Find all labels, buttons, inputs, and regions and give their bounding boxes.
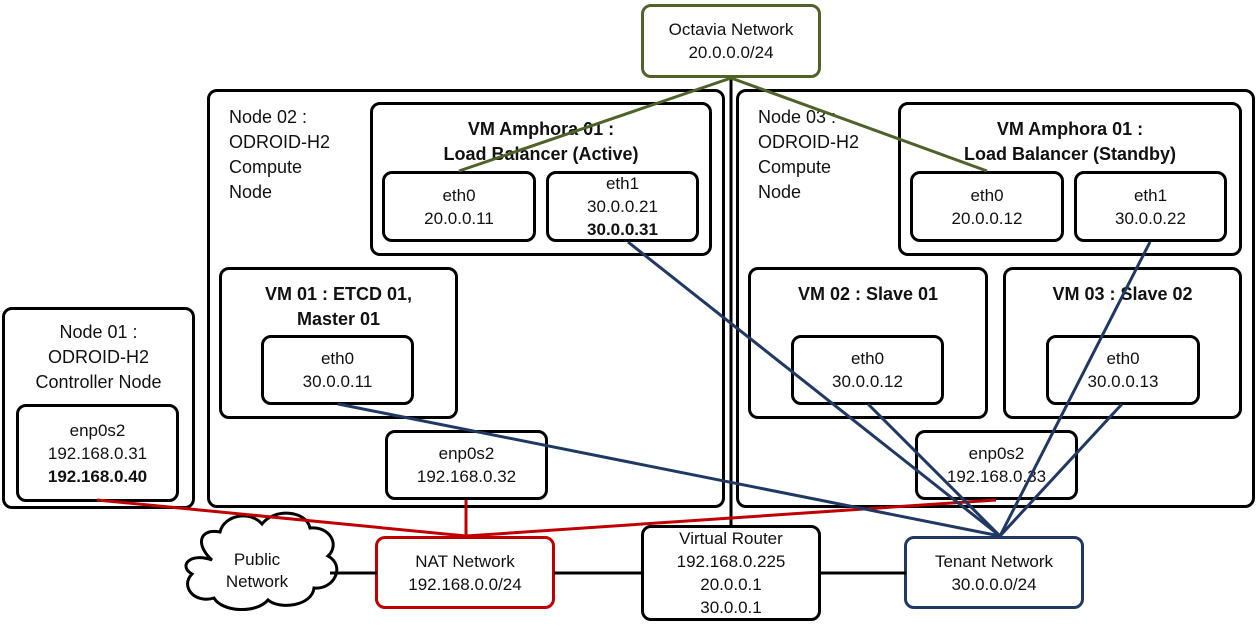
link-tenant-vm01 <box>337 402 1001 538</box>
node03-vm03-eth0-name: eth0 <box>1106 349 1140 368</box>
node01-label: Node 01 : ODROID-H2 Controller Node <box>35 322 162 392</box>
node03-amphora-eth0-box: eth0 20.0.0.12 <box>910 171 1064 242</box>
virtual-router-ip-2: 20.0.0.1 <box>700 575 762 594</box>
nat-network-box: NAT Network 192.168.0.0/24 <box>375 536 555 609</box>
node03-enp0s2-ip: 192.168.0.33 <box>946 467 1047 486</box>
node03-vm03-eth0-ip: 30.0.0.13 <box>1087 372 1159 391</box>
node01-enp0s2-name: enp0s2 <box>69 420 126 440</box>
virtual-router-ip-1: 192.168.0.225 <box>676 552 786 571</box>
node01-enp0s2-ip2: 192.168.0.40 <box>47 466 148 486</box>
node02-label: Node 02 : ODROID-H2 Compute Node <box>229 107 331 202</box>
tenant-network-box: Tenant Network 30.0.0.0/24 <box>904 536 1084 609</box>
nat-network-name: NAT Network <box>415 551 515 571</box>
node03-amphora-title: VM Amphora 01 : Load Balancer (Standby) <box>963 119 1177 164</box>
node03-vm03-eth0-box: eth0 30.0.0.13 <box>1046 335 1200 405</box>
virtual-router-ip-3: 30.0.0.1 <box>700 598 762 617</box>
octavia-network-cidr: 20.0.0.0/24 <box>688 43 774 62</box>
node03-amphora-eth1-name: eth1 <box>1133 185 1168 205</box>
node02-amphora-eth0-box: eth0 20.0.0.11 <box>382 171 536 242</box>
node02-vm01-eth0-ip: 30.0.0.11 <box>302 372 373 391</box>
node01-enp0s2-ip1: 192.168.0.31 <box>47 443 148 463</box>
node02-amphora-eth0-ip: 20.0.0.11 <box>424 208 494 228</box>
node02-amphora-eth1-box: eth1 30.0.0.21 30.0.0.31 <box>546 171 699 242</box>
octavia-network-box: Octavia Network 20.0.0.0/24 <box>641 4 821 78</box>
node01-enp0s2-box: enp0s2 192.168.0.31 192.168.0.40 <box>16 404 179 502</box>
node02-vm01-title: VM 01 : ETCD 01, Master 01 <box>264 284 413 329</box>
node03-vm02-eth0-box: eth0 30.0.0.12 <box>791 335 944 405</box>
node03-enp0s2-box: enp0s2 192.168.0.33 <box>915 430 1078 500</box>
public-network-cloud <box>184 511 339 612</box>
link-octavia-node02-eth0 <box>458 76 732 173</box>
node03-enp0s2-name: enp0s2 <box>968 444 1025 463</box>
node03-amphora-eth1-ip: 30.0.0.22 <box>1115 208 1186 228</box>
link-nat-node03 <box>465 498 997 538</box>
node03-amphora-eth0-name: eth0 <box>970 185 1004 205</box>
octavia-network-name: Octavia Network <box>668 20 794 39</box>
tenant-network-cidr: 30.0.0.0/24 <box>951 574 1037 594</box>
link-nat-node01 <box>96 498 467 538</box>
node02-amphora-eth0-name: eth0 <box>442 185 476 205</box>
virtual-router-name: Virtual Router <box>679 529 783 548</box>
node03-vm02 <box>748 267 988 419</box>
node02-enp0s2-name: enp0s2 <box>438 444 495 463</box>
link-tenant-node03-eth1 <box>998 241 1152 537</box>
node02-amphora-eth1-ip2: 30.0.0.31 <box>587 220 658 239</box>
link-octavia-node03-eth0 <box>730 76 988 173</box>
node03-vm02-eth0-ip: 30.0.0.12 <box>832 372 903 391</box>
node02-amphora-eth1-name: eth1 <box>605 174 640 193</box>
link-tenant-vm02 <box>866 402 1002 538</box>
node02-vm01-eth0-name: eth0 <box>320 349 355 368</box>
virtual-router-box: Virtual Router 192.168.0.225 20.0.0.1 30… <box>641 525 821 621</box>
node03-amphora-eth0-ip: 20.0.0.12 <box>951 208 1023 228</box>
node02-enp0s2-ip: 192.168.0.32 <box>416 467 517 486</box>
node03-label: Node 03 : ODROID-H2 Compute Node <box>758 107 860 202</box>
nat-network-cidr: 192.168.0.0/24 <box>408 574 522 594</box>
node03-amphora-eth1-box: eth1 30.0.0.22 <box>1074 171 1227 242</box>
node03-vm02-eth0-name: eth0 <box>850 349 885 368</box>
node03-vm02-title: VM 02 : Slave 01 <box>797 284 939 304</box>
tenant-network-name: Tenant Network <box>934 551 1054 571</box>
node02-amphora-eth1-ip1: 30.0.0.21 <box>587 197 658 216</box>
public-network-label: Public Network <box>225 550 289 591</box>
node02-vm01-eth0-box: eth0 30.0.0.11 <box>261 335 414 405</box>
link-tenant-node02-eth1 <box>627 240 1001 538</box>
link-tenant-vm03 <box>998 402 1124 538</box>
